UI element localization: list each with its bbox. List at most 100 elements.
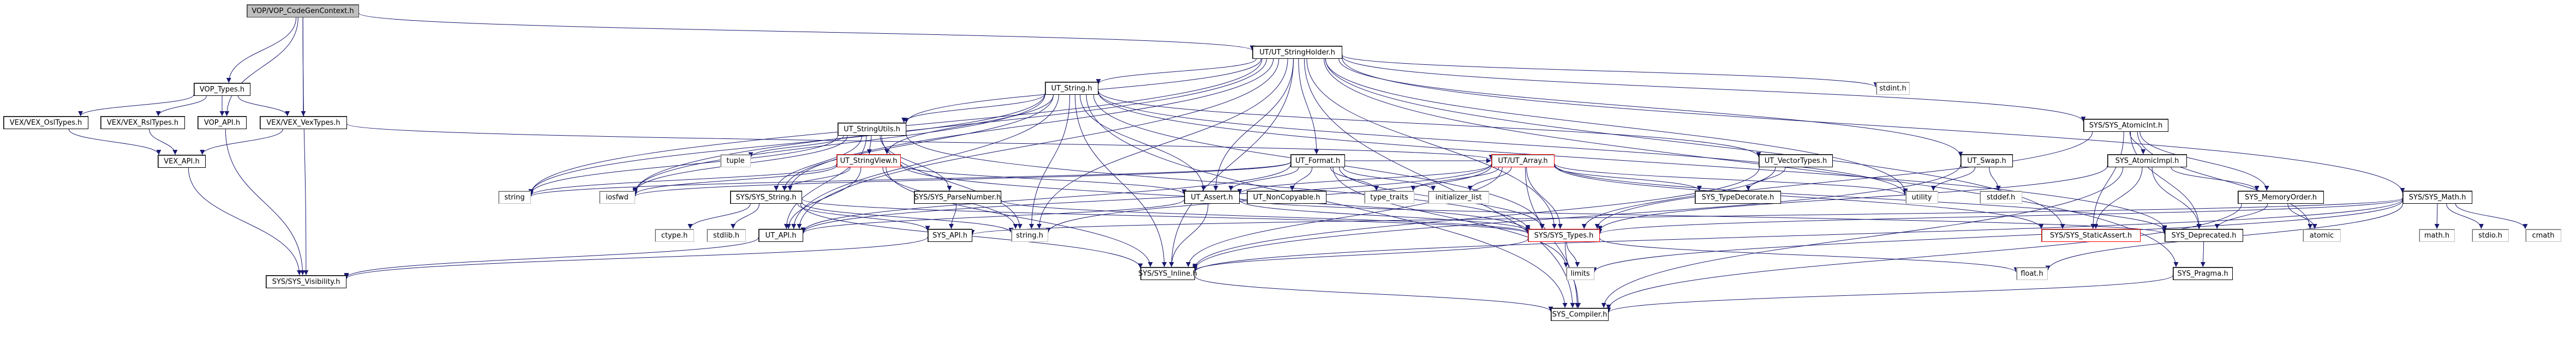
node-ut-array[interactable]: UT/UT_Array.h — [1491, 154, 1555, 167]
node-string[interactable]: string — [498, 191, 531, 204]
edge-ut_array-to-sys_types — [1526, 167, 1563, 229]
node-sys-atomicimpl[interactable]: SYS_AtomicImpl.h — [2107, 154, 2187, 167]
node-sys-api[interactable]: SYS_API.h — [928, 229, 972, 242]
node-type-traits[interactable]: type_traits — [1364, 191, 1414, 204]
edge-ut_stringview-to-ut_api — [786, 167, 862, 229]
edge-vop_api-to-sys_visibility — [225, 129, 306, 276]
edge-ut_assert-to-ut_api — [800, 199, 1185, 234]
edge-ut_stringholder-to-stdint — [1342, 54, 1879, 88]
edge-ut_stringholder-to-sys_types — [1306, 58, 1557, 229]
edge-sys_parsenumber-to-sys_api — [948, 203, 957, 229]
edge-ut_format-to-type_traits — [1330, 167, 1379, 191]
edge-ut_string-to-sys_deprecated — [1098, 92, 2167, 230]
node-sys-compiler[interactable]: SYS_Compiler.h — [1551, 308, 1609, 321]
edge-ut_stringholder-to-sys_pragma — [1324, 58, 2179, 268]
node-initializer-list[interactable]: initializer_list — [1428, 191, 1489, 204]
edge-sys_atomicint-to-sys_staticassert — [2090, 131, 2124, 229]
node-vex-vextypes[interactable]: VEX/VEX_VexTypes.h — [260, 116, 347, 129]
node-stddef[interactable]: stddef.h — [1980, 191, 2022, 204]
edge-ut_array-to-ut_api — [800, 163, 1492, 233]
node-sys-memoryorder[interactable]: SYS_MemoryOrder.h — [2238, 191, 2324, 204]
edge-sys_memoryorder-to-atomic — [2287, 203, 2317, 229]
edge-sys_math-to-sys_types — [1597, 198, 2403, 234]
node-ut-string[interactable]: UT_String.h — [1045, 82, 1098, 95]
edge-sys_atomicint-to-sys_memoryorder — [2139, 131, 2269, 191]
node-root[interactable]: VOP/VOP_CodeGenContext.h — [247, 4, 359, 17]
node-sys-visibility[interactable]: SYS/SYS_Visibility.h — [266, 275, 346, 288]
edge-ut_stringutils-to-ut_api — [784, 135, 867, 229]
node-sys-typedecorate[interactable]: SYS_TypeDecorate.h — [1695, 191, 1781, 204]
edge-sys_math-to-cmath — [2455, 203, 2528, 229]
node-tuple[interactable]: tuple — [720, 154, 751, 167]
edge-sys_atomicint-to-sys_deprecated — [2130, 131, 2202, 229]
node-sys-staticassert[interactable]: SYS/SYS_StaticAssert.h — [2041, 229, 2141, 242]
edge-ut_stringview-to-string — [528, 163, 837, 196]
edge-vop_types-to-vex_rsltypes — [156, 95, 207, 117]
edge-ut_format-to-string — [528, 161, 1291, 197]
edge-ut_string-to-string_h — [1029, 94, 1071, 229]
node-sys-atomicint[interactable]: SYS/SYS_AtomicInt.h — [2083, 119, 2168, 132]
node-sys-deprecated[interactable]: SYS_Deprecated.h — [2165, 229, 2243, 242]
edge-vex_api-to-sys_visibility — [188, 167, 302, 276]
edge-root-to-vop_types — [226, 17, 297, 83]
node-ut-stringutils[interactable]: UT_StringUtils.h — [838, 123, 906, 136]
node-sys-types[interactable]: SYS/SYS_Types.h — [1528, 229, 1600, 242]
edge-ut_format-to-limits — [1332, 167, 1569, 268]
node-ut-stringholder[interactable]: UT/UT_StringHolder.h — [1252, 46, 1342, 59]
node-iosfwd[interactable]: iosfwd — [599, 191, 635, 204]
edge-ut_format-to-initializer_list — [1342, 167, 1436, 191]
node-ut-swap[interactable]: UT_Swap.h — [1961, 154, 2013, 167]
node-ut-vectortypes[interactable]: UT_VectorTypes.h — [1759, 154, 1833, 167]
node-stdlib[interactable]: stdlib.h — [707, 229, 746, 242]
edge-ut_format-to-ut_api — [800, 164, 1291, 233]
edge-sys_atomicimpl-to-sys_memoryorder — [2171, 167, 2260, 191]
node-stdio-h[interactable]: stdio.h — [2472, 229, 2509, 242]
node-float-h[interactable]: float.h — [2016, 267, 2048, 280]
edge-ut_array-to-sys_staticassert — [1554, 165, 2044, 229]
edge-ut_string-to-sys_string — [782, 94, 1054, 191]
node-stdint[interactable]: stdint.h — [1876, 82, 1910, 95]
node-atomic[interactable]: atomic — [2303, 229, 2341, 242]
node-utility[interactable]: utility — [1905, 191, 1938, 204]
edge-sys_string-to-stdlib — [731, 203, 760, 229]
edge-ut_stringutils-to-tuple — [748, 135, 844, 157]
edge-ut_string-to-utility — [1098, 92, 1908, 196]
edge-ut_stringholder-to-sys_string — [787, 58, 1274, 191]
node-ctype[interactable]: ctype.h — [655, 229, 694, 242]
node-math-h[interactable]: math.h — [2419, 229, 2455, 242]
node-sys-parsenumber[interactable]: SYS/SYS_ParseNumber.h — [914, 191, 1001, 204]
edge-ut_stringholder-to-utility — [1325, 58, 1908, 194]
node-ut-api[interactable]: UT_API.h — [758, 229, 803, 242]
edge-ut_stringholder-to-ut_api — [797, 58, 1280, 229]
edge-sys_atomicimpl-to-sys_compiler — [1601, 167, 2124, 308]
node-vop-api[interactable]: VOP_API.h — [198, 116, 247, 129]
node-cmath[interactable]: cmath — [2525, 229, 2561, 242]
node-ut-assert[interactable]: UT_Assert.h — [1184, 191, 1240, 204]
node-sys-pragma[interactable]: SYS_Pragma.h — [2173, 267, 2233, 280]
node-sys-inline[interactable]: SYS/SYS_Inline.h — [1138, 267, 1197, 280]
node-ut-noncopyable[interactable]: UT_NonCopyable.h — [1247, 191, 1326, 204]
node-ut-format[interactable]: UT_Format.h — [1290, 154, 1345, 167]
node-sys-math[interactable]: SYS/SYS_Math.h — [2402, 191, 2472, 204]
edge-ut_stringholder-to-ut_format — [1298, 58, 1319, 155]
node-vex-api[interactable]: VEX_API.h — [158, 155, 206, 168]
edge-sys_types-to-limits — [1566, 241, 1580, 268]
node-vex-rsltypes[interactable]: VEX/VEX_RslTypes.h — [100, 116, 185, 129]
edge-sys_atomicint-to-sys_atomicimpl — [2129, 131, 2146, 155]
edge-ut_stringview-to-iosfwd — [632, 165, 837, 195]
edge-ut_string-to-iosfwd — [632, 94, 1045, 193]
node-sys-string[interactable]: SYS/SYS_String.h — [730, 191, 802, 204]
node-limits[interactable]: limits — [1566, 267, 1594, 280]
node-vex-osltypes[interactable]: VEX/VEX_OslTypes.h — [3, 116, 88, 129]
edge-vex_vextypes-to-ut_array — [346, 124, 1493, 160]
node-vop-types[interactable]: VOP_Types.h — [194, 83, 250, 96]
edge-ut_format-to-ut_assert — [1228, 167, 1299, 191]
edge-sys_atomicint-to-sys_types — [1594, 131, 2093, 229]
node-ut-stringview[interactable]: UT_StringView.h — [836, 154, 901, 167]
edge-ut_string-to-ut_assert — [1079, 94, 1206, 191]
edge-sys_math-to-sys_api — [970, 198, 2403, 235]
node-string-h[interactable]: string.h — [1011, 229, 1048, 242]
edge-ut_stringholder-to-ut_assert — [1213, 58, 1294, 191]
edge-sys_pragma-to-sys_compiler — [1606, 275, 2173, 313]
